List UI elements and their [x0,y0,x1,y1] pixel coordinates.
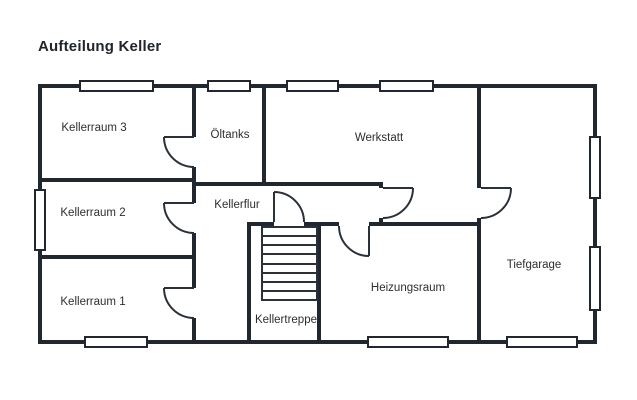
window [506,336,578,348]
wall-segment [192,318,196,340]
wall-segment [247,222,251,344]
wall-segment [196,182,383,186]
wall-segment [192,167,196,203]
wall-segment [379,182,383,188]
room-label-tiefgarage: Tiefgarage [507,259,562,271]
door-tiefgarage [480,187,512,219]
wall-segment [192,233,196,288]
room-label-kellerraum-1: Kellerraum 1 [60,296,125,308]
door-swing-arc [338,225,370,257]
room-label-kellerraum-3: Kellerraum 3 [61,122,126,134]
window [84,336,148,348]
door-kellerraum-2 [163,202,195,234]
door-swing-arc [273,191,305,223]
window [286,80,339,92]
wall-segment [262,88,266,182]
room-label-kellertreppe: Kellertreppe [255,314,317,326]
door-kellerraum-3 [163,136,195,168]
door-swing-arc [382,187,414,219]
window [207,80,251,92]
door-kellerraum-1 [163,287,195,319]
wall-segment [477,218,481,344]
wall-segment [304,222,339,226]
door-kellerflur-werkstatt [382,187,414,219]
doors [163,136,512,319]
wall-right [593,84,597,344]
wall-segment [477,88,481,188]
room-label-kellerflur: Kellerflur [214,199,260,211]
window [589,246,601,311]
door-swing-arc [163,202,195,234]
window [379,80,434,92]
windows [34,80,601,348]
door-swing-arc [480,187,512,219]
room-label-kellerraum-2: Kellerraum 2 [60,207,125,219]
interior-walls [42,88,481,344]
room-label-heizungsraum: Heizungsraum [371,282,445,294]
window [34,189,46,251]
door-kellertreppe [273,191,305,223]
page-title: Aufteilung Keller [38,38,162,55]
window [367,336,449,348]
room-labels: Kellerraum 3 Öltanks Werkstatt Kellerrau… [60,122,561,326]
room-label-oeltanks: Öltanks [211,129,250,141]
door-swing-arc [163,287,195,319]
window [589,136,601,199]
door-heizungsraum [338,225,370,257]
stairs-icon [261,226,318,301]
wall-segment [369,222,481,226]
wall-segment [247,222,274,226]
wall-segment [192,88,196,137]
wall-segment [317,222,321,344]
wall-segment [42,255,192,259]
door-swing-arc [163,136,195,168]
room-label-werkstatt: Werkstatt [355,132,404,144]
window [79,80,154,92]
wall-segment [42,178,192,182]
